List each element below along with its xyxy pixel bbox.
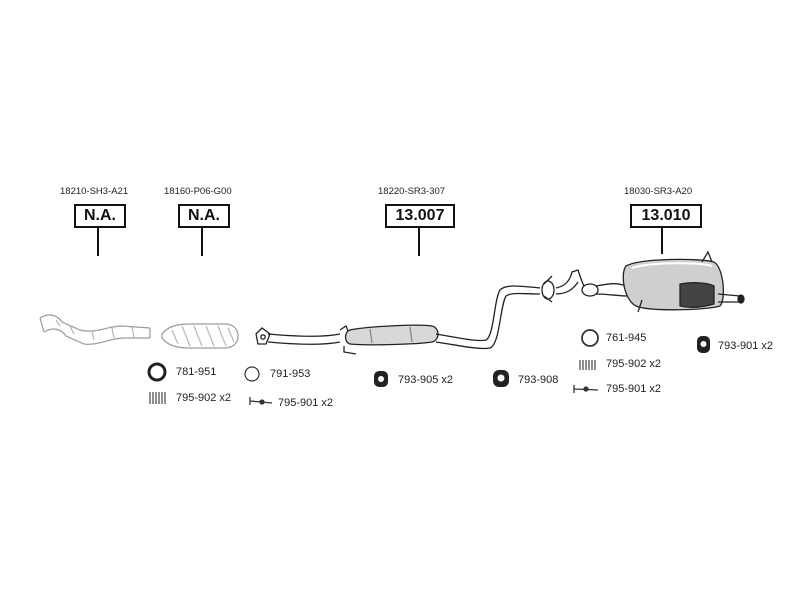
leader-line-downpipe [97,228,99,256]
part-label-hanger-908[interactable]: 793-908 [518,374,559,386]
part-label-spring-2[interactable]: 795-902 x2 [606,358,662,370]
downpipe-sketch [39,314,151,345]
ring-icon [581,329,599,347]
oem-number-catalyst: 18160-P06-G00 [164,186,232,197]
part-label-gasket-ring[interactable]: 781-951 [176,366,217,378]
code-box-catalyst[interactable]: N.A. [178,204,230,228]
rear-muffler-drawing [555,250,745,313]
bolt-icon [249,397,273,405]
oem-number-rear-muffler: 18030-SR3-A20 [624,186,693,197]
center-pipe-drawing [255,275,555,355]
oem-number-downpipe: 18210-SH3-A21 [60,186,129,197]
part-label-spring-1[interactable]: 795-902 x2 [176,392,232,404]
part-label-thin-ring[interactable]: 791-953 [270,368,311,380]
rubber-hanger-icon [493,370,509,387]
oem-number-center-pipe: 18220-SR3-307 [378,186,446,197]
leader-line-catalyst [201,228,203,256]
code-box-center-pipe[interactable]: 13.007 [385,204,455,228]
part-label-ring-945[interactable]: 761-945 [606,332,647,344]
code-box-downpipe[interactable]: N.A. [74,204,126,228]
part-label-hanger-905[interactable]: 793-905 x2 [398,374,454,386]
spring-icon [579,360,596,370]
catalyst-sketch [161,323,239,349]
bolt-icon [573,385,599,393]
gasket-ring-icon [147,362,167,382]
leader-line-center-pipe [418,228,420,256]
thin-ring-icon [244,366,260,382]
part-label-bolt-2[interactable]: 795-901 x2 [606,383,662,395]
part-label-bolt-1[interactable]: 795-901 x2 [278,397,334,409]
leader-line-rear-muffler [661,228,663,254]
part-label-hanger-901[interactable]: 793-901 x2 [718,340,774,352]
code-box-rear-muffler[interactable]: 13.010 [630,204,702,228]
spring-icon [149,392,166,404]
rubber-hanger-icon [697,336,710,353]
rubber-hanger-icon [374,371,388,387]
